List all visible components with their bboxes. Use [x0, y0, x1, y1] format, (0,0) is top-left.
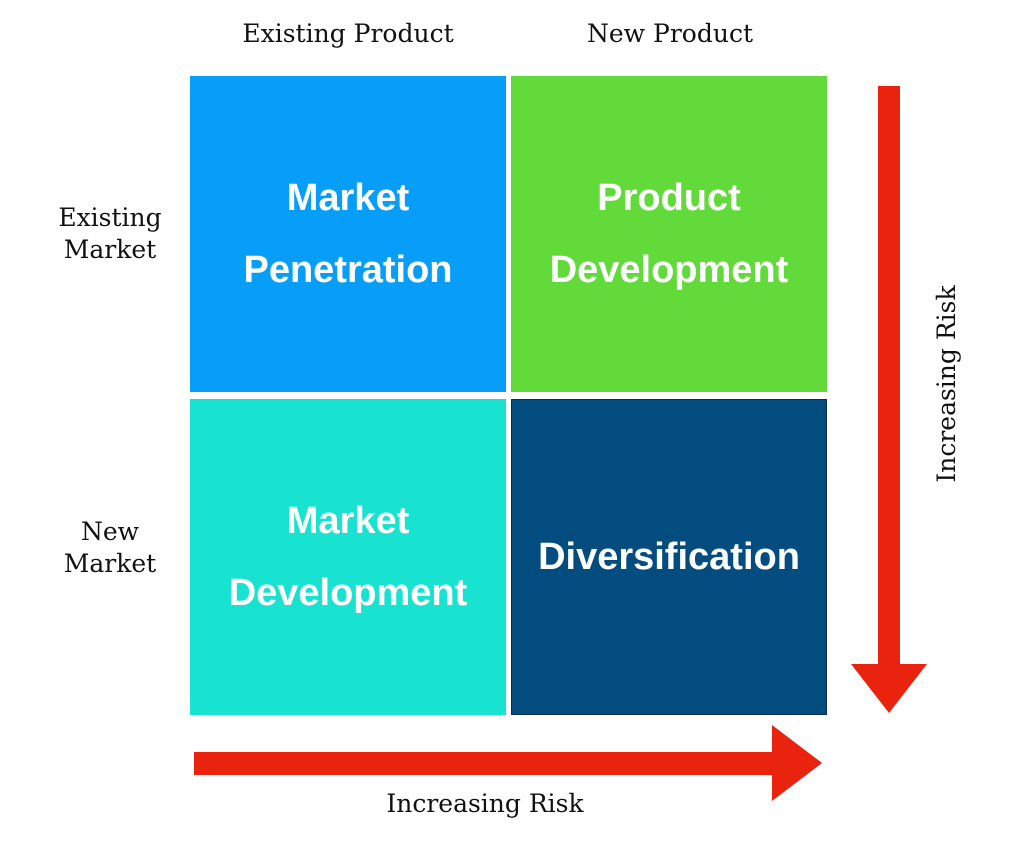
row-header-new-market-line1: New: [80, 517, 140, 546]
row-header-existing-market: Existing Market: [30, 202, 190, 266]
row-header-new-market: New Market: [30, 516, 190, 580]
column-header-existing-product: Existing Product: [242, 19, 454, 48]
row-header-existing-market-line2: Market: [63, 235, 157, 264]
vertical-risk-label: Increasing Risk: [932, 285, 961, 483]
cell-product-development-line2: Development: [549, 249, 789, 291]
cell-market-penetration-line2: Penetration: [243, 249, 453, 291]
row-header-new-market-line2: Market: [63, 549, 157, 578]
cell-market-development-line2: Development: [228, 572, 468, 614]
vertical-risk-arrow: [851, 86, 927, 713]
cell-product-development: Product Development: [511, 76, 827, 392]
cell-diversification-label: Diversification: [538, 536, 800, 578]
cell-market-development: Market Development: [190, 399, 506, 715]
cell-market-penetration: Market Penetration: [190, 76, 506, 392]
horizontal-risk-label: Increasing Risk: [386, 789, 584, 818]
cell-diversification: Diversification: [511, 399, 827, 715]
cell-market-development-line1: Market: [286, 500, 410, 542]
cell-product-development-line1: Product: [597, 177, 741, 219]
cell-market-penetration-line1: Market: [286, 177, 410, 219]
row-header-existing-market-line1: Existing: [58, 203, 162, 232]
column-header-new-product: New Product: [587, 19, 753, 48]
